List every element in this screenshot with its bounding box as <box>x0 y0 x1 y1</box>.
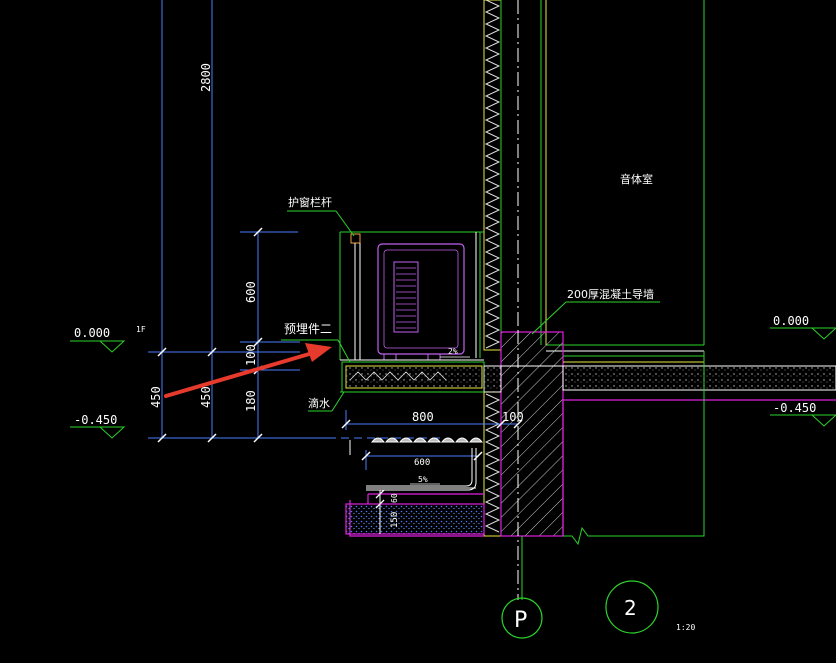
concrete-guide-wall <box>500 330 564 600</box>
ground-drain <box>345 437 485 537</box>
axis-marker <box>501 536 543 639</box>
elevation-marker-right-bottom: -0.450 <box>770 401 836 427</box>
svg-text:-0.450: -0.450 <box>74 413 117 427</box>
dim-800-line <box>341 410 523 430</box>
left-dimension-lines <box>148 0 440 439</box>
slope-2pct: 2% <box>448 347 458 356</box>
axis-label: P <box>514 608 527 633</box>
leader-embedded-part <box>281 339 351 363</box>
elevation-marker-left-bottom: -0.450 <box>70 413 126 439</box>
slope-5pct: 5% <box>418 475 428 484</box>
dim-60: 60 <box>390 493 399 503</box>
leader-wall <box>531 301 660 335</box>
room-lower-outline <box>563 392 705 546</box>
elevation-marker-right-top: 0.000 <box>770 314 836 340</box>
red-annotation-arrow <box>164 343 332 398</box>
dim-100-left: 100 <box>244 344 258 366</box>
floor-slab <box>562 351 836 536</box>
lower-insulation <box>483 391 502 537</box>
dim-450-b: 450 <box>199 386 213 408</box>
label-drip: 滴水 <box>308 396 330 410</box>
scale-label: 1:20 <box>676 623 695 632</box>
floor-tag: 1F <box>136 325 146 334</box>
leader-guard-rail <box>287 210 355 237</box>
svg-text:0.000: 0.000 <box>74 326 110 340</box>
dim-2800: 2800 <box>199 63 213 92</box>
dim-600: 600 <box>244 281 258 303</box>
svg-text:0.000: 0.000 <box>773 314 809 328</box>
label-wall: 200厚混凝土导墙 <box>567 287 654 301</box>
label-embedded-part: 预埋件二 <box>284 322 332 336</box>
detail-marker <box>605 580 659 634</box>
leader-drip <box>308 391 345 412</box>
detail-number: 2 <box>624 596 637 620</box>
bay-window: 2% <box>339 231 563 393</box>
dim-100-bottom: 100 <box>502 410 524 424</box>
dim-800: 800 <box>412 410 434 424</box>
label-guard-rail: 护窗栏杆 <box>288 195 332 209</box>
label-room: 音体室 <box>620 172 653 186</box>
dim-600-bottom: 600 <box>414 458 430 468</box>
dim-150: 150 <box>390 512 400 528</box>
exterior-wall <box>483 0 705 352</box>
dim-180: 180 <box>244 390 258 412</box>
svg-text:-0.450: -0.450 <box>773 401 816 415</box>
dimension-ticks <box>157 227 263 443</box>
dim-450-a: 450 <box>149 386 163 408</box>
elevation-marker-left-top: 0.000 1F <box>70 325 146 353</box>
